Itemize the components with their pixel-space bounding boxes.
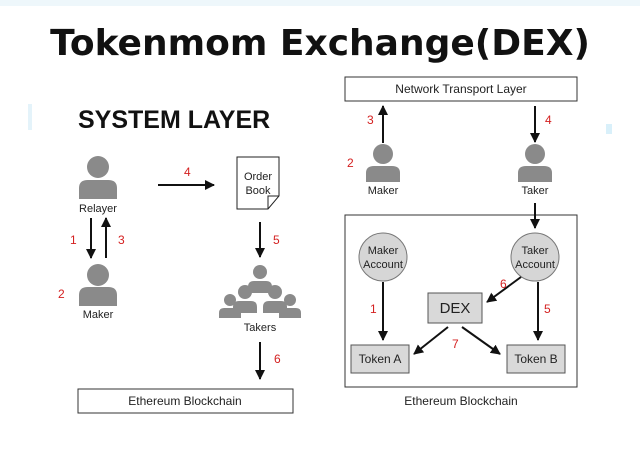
takers-label: Takers: [244, 322, 277, 334]
maker-account-label-line2: Account: [363, 259, 403, 271]
right-maker-person-icon: [366, 144, 400, 182]
right-blockchain-label: Ethereum Blockchain: [404, 394, 517, 408]
network-transport-layer-label: Network Transport Layer: [395, 82, 526, 96]
right-maker-label: Maker: [368, 185, 399, 197]
taker-account-label-line1: Taker: [522, 245, 549, 257]
arrow-dex-to-token-a: [413, 326, 449, 355]
step-number-2: 2: [58, 287, 65, 301]
taker-account-circle: [510, 232, 560, 282]
token-a-box: [350, 344, 410, 374]
right-step-number-7: 7: [452, 337, 459, 351]
arrow-taker-account-to-dex: [486, 276, 522, 303]
right-step-number-3: 3: [367, 113, 374, 127]
left-decor-mark: [28, 104, 32, 130]
order-book-label-line1: Order: [244, 171, 272, 183]
right-decor-mark: [606, 124, 612, 134]
arrow-dex-to-token-b: [461, 326, 501, 355]
dex-box: [427, 292, 483, 324]
order-book-document-icon: [236, 156, 280, 210]
right-taker-person-icon: [518, 144, 552, 182]
maker-account-circle: [358, 232, 408, 282]
maker-account-label-line1: Maker: [368, 245, 399, 257]
top-decor-bar: [0, 0, 640, 6]
page-title: Tokenmom Exchange(DEX): [50, 23, 590, 64]
dex-label: DEX: [440, 300, 471, 317]
relayer-person-icon: [79, 156, 117, 199]
step-number-6: 6: [274, 352, 281, 366]
step-number-1: 1: [70, 233, 77, 247]
right-step-number-2: 2: [347, 156, 354, 170]
token-a-label: Token A: [359, 352, 402, 366]
token-b-label: Token B: [514, 352, 557, 366]
relayer-label: Relayer: [79, 203, 117, 215]
right-step-number-5: 5: [544, 302, 551, 316]
takers-group-icon: [219, 265, 301, 318]
step-number-3: 3: [118, 233, 125, 247]
right-step-number-1: 1: [370, 302, 377, 316]
left-blockchain-box: [77, 388, 294, 414]
order-book-label-line2: Book: [245, 185, 271, 197]
maker-label: Maker: [83, 309, 114, 321]
right-taker-label: Taker: [522, 185, 549, 197]
network-transport-layer-box: [344, 76, 578, 102]
right-step-number-6: 6: [500, 277, 507, 291]
system-layer-heading: SYSTEM LAYER: [78, 106, 270, 134]
taker-account-label-line2: Account: [515, 259, 555, 271]
step-number-4: 4: [184, 165, 191, 179]
token-b-box: [506, 344, 566, 374]
step-number-5: 5: [273, 233, 280, 247]
right-step-number-4: 4: [545, 113, 552, 127]
maker-person-icon: [79, 264, 117, 306]
left-blockchain-label: Ethereum Blockchain: [128, 394, 241, 408]
